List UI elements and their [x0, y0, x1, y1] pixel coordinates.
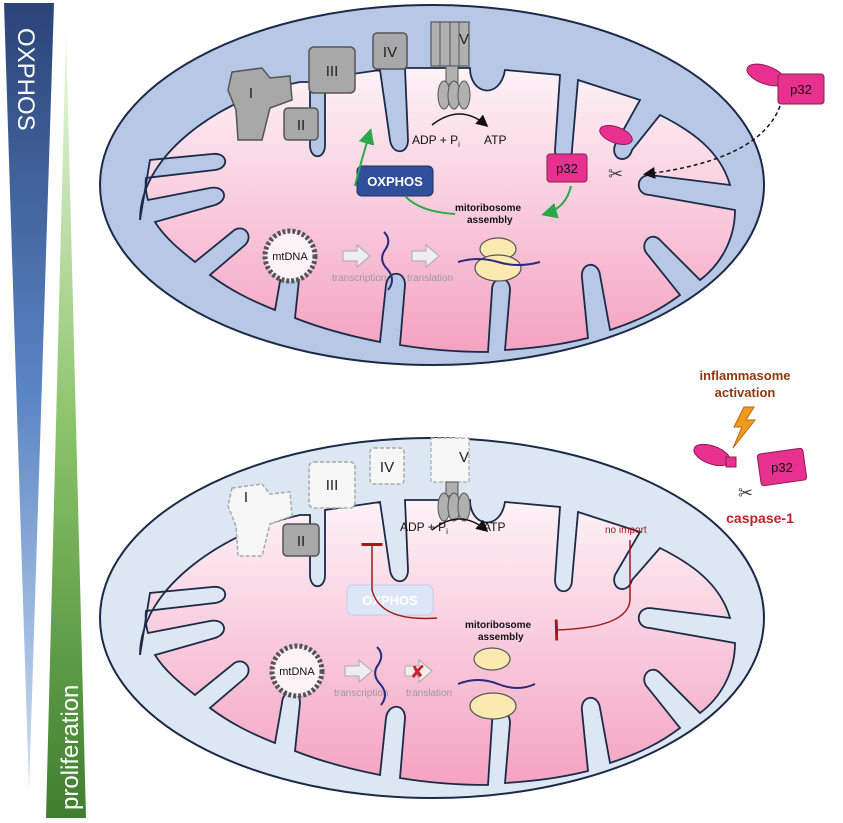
oxphos-gradient: [4, 3, 54, 790]
top-p32-inner-label: p32: [556, 161, 578, 176]
bottom-atp-label: ATP: [483, 520, 505, 534]
bottom-complex-III: [308, 461, 356, 509]
top-mrna-strand: [381, 231, 393, 291]
side-p32-fragment: [725, 456, 737, 468]
top-mrna-through-ribosome: [457, 258, 541, 266]
bottom-complex-V: [430, 437, 471, 522]
top-mitochondrion: I II III IV V ADP + Pi ATP OXPHOS: [99, 4, 765, 366]
top-p32-outer: [777, 73, 825, 105]
oxphos-gradient-label: OXPHOS: [12, 28, 39, 131]
top-mtdna-label: mtDNA: [272, 251, 308, 263]
top-mitoribosome-label-1: mitoribosome: [455, 203, 522, 214]
top-complex-I-label: I: [249, 85, 253, 102]
side-p32-label: p32: [771, 460, 793, 475]
caspase-label: caspase-1: [726, 510, 794, 526]
bottom-mtdna-label: mtDNA: [279, 666, 315, 678]
top-activation-arrow-assembly: [404, 195, 456, 215]
bottom-ribosome-large-subunit: [469, 692, 517, 720]
top-p32-inner: [546, 153, 588, 183]
bottom-mitoribosome-label-1: mitoribosome: [465, 620, 532, 631]
bottom-complex-I-label: I: [244, 489, 248, 506]
bottom-complex-II-label: II: [297, 533, 305, 550]
inflammasome-label-2: activation: [715, 385, 776, 400]
bottom-mrna-strand: [374, 646, 386, 706]
bottom-translation-blocked-icon: ✘: [410, 662, 425, 682]
bottom-complex-IV-label: IV: [380, 459, 394, 476]
bottom-transcription-arrow: [344, 658, 373, 684]
bottom-inhibition-assembly: [554, 540, 631, 641]
top-complex-II-label: II: [297, 117, 305, 134]
proliferation-gradient-label: proliferation: [57, 685, 84, 810]
top-complex-IV: [372, 32, 408, 70]
bottom-complex-IV: [369, 447, 405, 485]
top-complex-V: [430, 21, 471, 110]
bottom-inner-membrane: [139, 499, 736, 786]
proliferation-gradient: [46, 30, 86, 818]
bottom-adp-label: ADP + Pi: [400, 520, 448, 536]
bottom-oxphos-badge-label: OXPHOS: [362, 593, 418, 608]
bottom-mitochondrion: I II III IV V ADP + Pi ATP OXPHOS no imp…: [99, 437, 765, 799]
bottom-oxphos-badge: [346, 584, 434, 616]
top-import-arrow: [643, 105, 781, 179]
inflammasome-label-1: inflammasome: [699, 368, 790, 383]
top-oxphos-badge-label: OXPHOS: [367, 174, 423, 189]
bottom-no-import-label: no import: [605, 525, 647, 536]
top-scissors-icon: ✂: [608, 164, 623, 184]
top-translation-label: translation: [407, 273, 453, 284]
top-activation-arrow-p32: [541, 185, 572, 219]
top-mitoribosome-label-2: assembly: [467, 215, 513, 226]
bottom-complex-I: [227, 483, 293, 557]
bottom-complex-V-label: V: [459, 449, 469, 466]
side-scissors-icon: ✂: [738, 483, 753, 503]
top-atp-arrow: [431, 113, 489, 127]
top-complex-III: [308, 46, 356, 94]
bottom-complex-II: [282, 523, 320, 557]
lightning-icon: [732, 406, 757, 449]
bottom-mrna-free: [457, 679, 536, 689]
bottom-transcription-label: transcription: [334, 688, 388, 699]
top-complex-III-label: III: [326, 63, 339, 80]
top-transcription-arrow: [342, 243, 371, 269]
top-mtdna-ring: [262, 228, 318, 284]
top-complex-IV-label: IV: [383, 44, 397, 61]
top-translation-arrow: [411, 243, 440, 269]
top-complex-II: [283, 107, 319, 141]
top-p32-cleaved-fragment: [599, 124, 633, 146]
bottom-translation-label: translation: [406, 688, 452, 699]
top-complex-I: [227, 67, 293, 141]
bottom-atp-arrow: [431, 518, 489, 532]
top-p32-outer-label: p32: [790, 82, 812, 97]
bottom-ribosome-small-subunit: [473, 647, 511, 671]
top-transcription-label: transcription: [332, 273, 386, 284]
bottom-mitoribosome-label-2: assembly: [478, 632, 524, 643]
top-atp-label: ATP: [484, 133, 506, 147]
top-activation-arrow-oxphos: [354, 128, 375, 187]
bottom-translation-arrow: [404, 658, 433, 684]
bottom-inhibition-oxphos: [361, 543, 438, 620]
bottom-mtdna-ring: [269, 643, 325, 699]
top-adp-label: ADP + Pi: [412, 133, 460, 149]
top-complex-V-label: V: [459, 31, 469, 48]
bottom-complex-III-label: III: [326, 477, 339, 494]
side-p32: [756, 447, 808, 487]
